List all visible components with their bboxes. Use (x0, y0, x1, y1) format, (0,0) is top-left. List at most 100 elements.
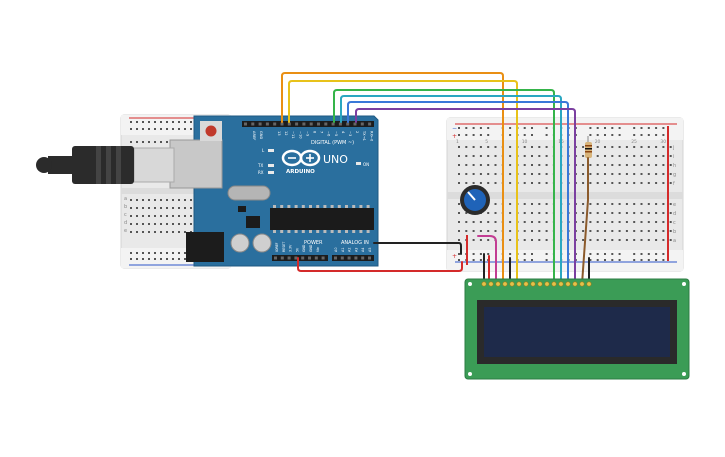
breadboard-hole (523, 239, 526, 241)
lcd-pin (565, 281, 571, 287)
breadboard-hole (582, 239, 585, 241)
analog-pin-label: A4 (361, 248, 365, 252)
column-number: 1 (456, 139, 459, 145)
analog-header[interactable] (332, 255, 374, 261)
breadboard-hole (472, 146, 475, 148)
rail-hole (633, 253, 636, 255)
usb-cable[interactable] (36, 146, 134, 184)
breadboard-hole (523, 212, 526, 214)
power-header[interactable] (272, 255, 328, 261)
breadboard-hole (160, 231, 162, 233)
breadboard-hole (160, 215, 162, 217)
rail-hole (611, 253, 614, 255)
rail-hole (604, 253, 606, 255)
header-hole (360, 122, 364, 126)
breadboard-hole (160, 207, 162, 209)
rail-hole (136, 252, 138, 254)
analog-header-label: ANALOG IN (341, 240, 369, 246)
crystal-oscillator (227, 185, 271, 201)
column-number: 20 (595, 139, 601, 145)
arduino-uno-board[interactable]: ARDUINO UNO DIGITAL (PWM ~) POWER ANALOG… (36, 115, 379, 267)
breadboard-hole (509, 155, 512, 157)
rail-hole (136, 121, 138, 123)
digital-header[interactable] (242, 121, 374, 127)
rail-hole (130, 121, 132, 123)
breadboard-hole (611, 203, 614, 205)
reset-button[interactable] (205, 125, 217, 137)
breadboard-hole (655, 230, 658, 232)
wire-magenta-pot (477, 235, 497, 285)
potentiometer[interactable] (460, 185, 490, 215)
rail-hole (596, 134, 599, 136)
breadboard-hole (662, 182, 665, 184)
breadboard-hole (589, 212, 592, 214)
rail-hole (160, 258, 162, 260)
breadboard-hole (545, 221, 548, 223)
breadboard-hole (647, 203, 650, 205)
breadboard-hole (160, 141, 162, 143)
usb-port[interactable] (169, 139, 223, 189)
breadboard-hole (487, 155, 490, 157)
power-pin-label: GND (309, 244, 313, 252)
breadboard-hole (611, 146, 614, 148)
rail-hole (178, 128, 180, 130)
breadboard-hole (523, 230, 526, 232)
breadboard-hole (531, 221, 533, 223)
rail-hole (472, 259, 475, 261)
row-letter: c (124, 212, 127, 218)
power-jack[interactable] (186, 232, 224, 262)
breadboard-hole (130, 223, 132, 225)
rail-hole (142, 128, 144, 130)
rail-hole (647, 253, 650, 255)
breadboard-hole (148, 141, 150, 143)
power-pin-label: 3.3V (289, 244, 293, 252)
breadboard-hole (465, 182, 468, 184)
breadboard-hole (589, 230, 592, 232)
rail-red-bar-right (667, 126, 669, 261)
breadboard-hole (625, 239, 628, 241)
rail-hole (618, 259, 621, 261)
breadboard-hole (589, 164, 592, 166)
arduino-logo-icon (281, 149, 321, 167)
breadboard-hole (523, 182, 526, 184)
power-pin-label: RESET (282, 242, 286, 252)
breadboard-hole (130, 231, 132, 233)
breadboard-hole (136, 199, 138, 201)
rail-red-bar-left (466, 235, 468, 265)
breadboard-hole (633, 164, 636, 166)
digital-pin-label: 4 (341, 131, 345, 134)
rail-hole (458, 253, 460, 255)
rail-hole (531, 259, 533, 261)
breadboard-hole (596, 182, 599, 184)
rail-hole (618, 127, 621, 129)
breadboard-hole (166, 199, 168, 201)
breadboard-hole (190, 223, 192, 225)
breadboard-hole (640, 155, 643, 157)
header-hole (353, 122, 357, 126)
breadboard-hole (618, 173, 621, 175)
chip-pin (352, 230, 356, 233)
header-hole (280, 122, 284, 126)
rail-hole (487, 134, 490, 136)
analog-pin-label: A0 (334, 248, 338, 252)
rail-hole (589, 134, 592, 136)
rail-hole (523, 259, 526, 261)
lcd-16x2-display[interactable] (464, 278, 690, 380)
digital-pin-label: 7 (320, 131, 324, 133)
breadboard-hole (582, 203, 585, 205)
resistor[interactable] (585, 136, 592, 158)
rail-hole (596, 253, 599, 255)
breadboard-hole (669, 182, 672, 184)
breadboard-hole (655, 146, 658, 148)
breadboard-hole (458, 155, 460, 157)
rail-hole (178, 252, 180, 254)
header-pin-label: AREF (252, 131, 256, 140)
header-hole (346, 122, 350, 126)
breadboard-hole (618, 221, 621, 223)
row-letter: e (673, 202, 676, 208)
rail-hole (472, 127, 475, 129)
rail-minus-top: − (452, 125, 457, 132)
